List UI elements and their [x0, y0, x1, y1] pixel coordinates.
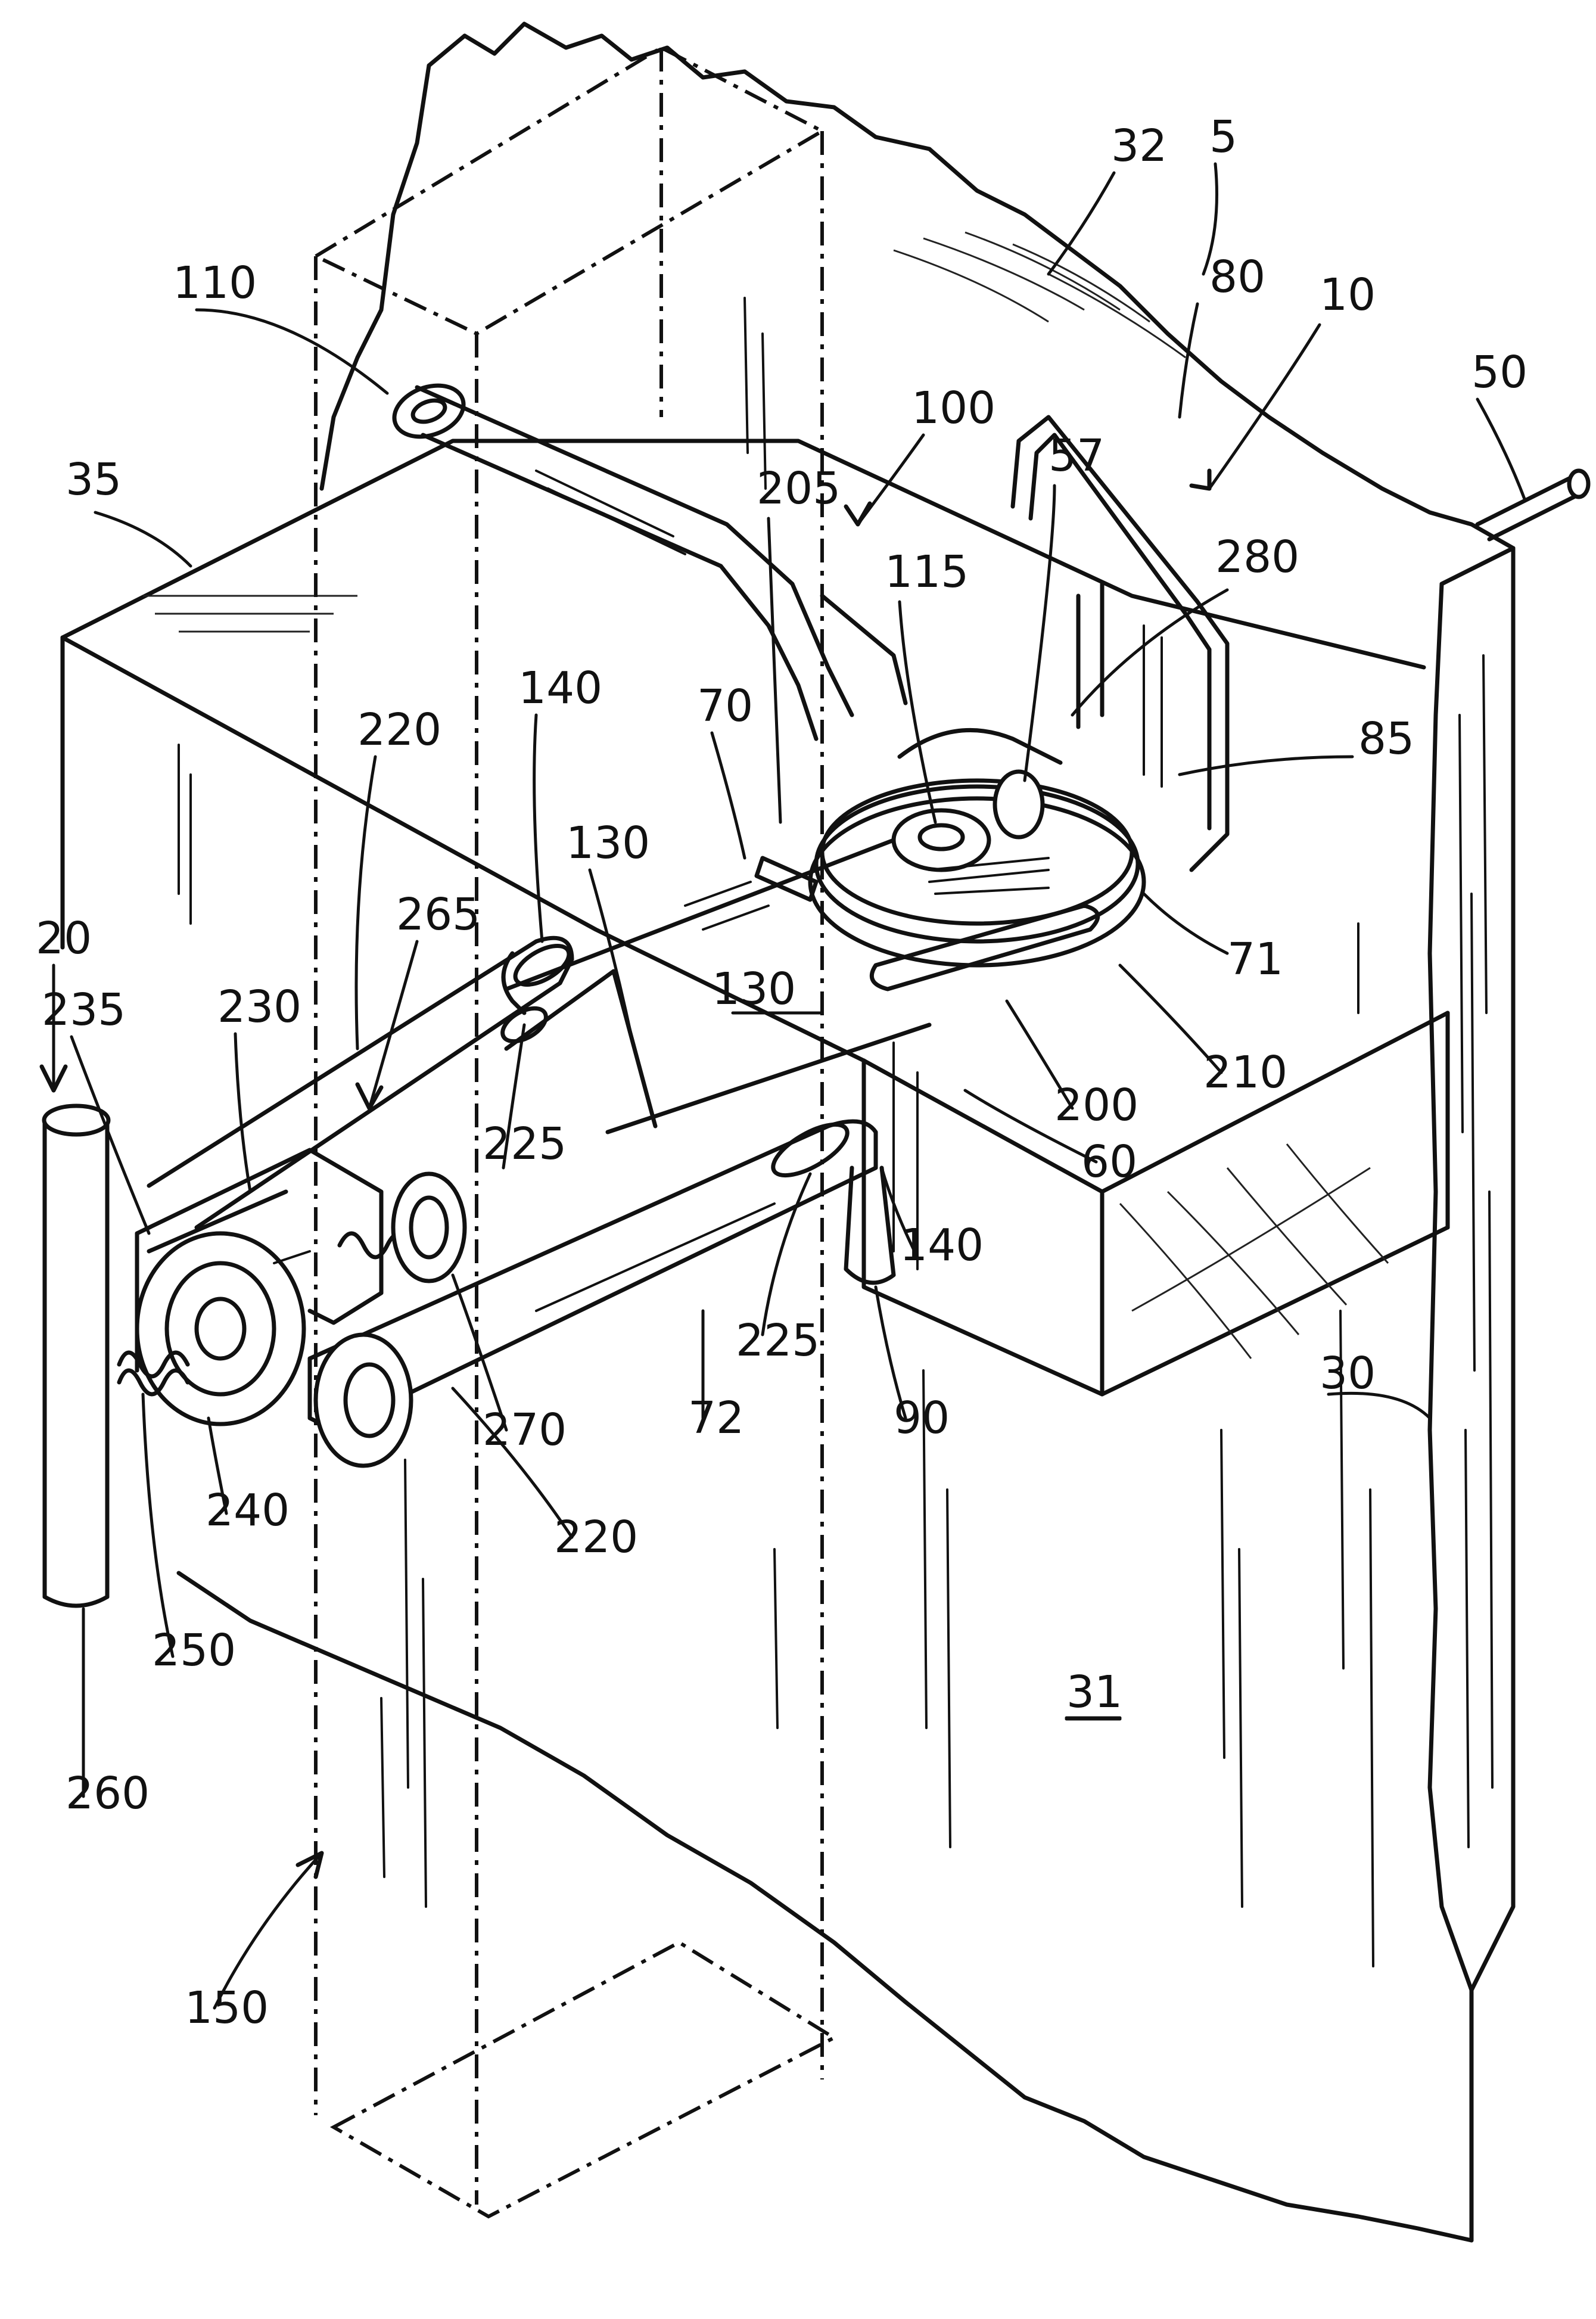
ref-label-150: 150: [185, 1982, 269, 2034]
ref-label-90: 90: [894, 1392, 950, 1444]
ref-label-240: 240: [206, 1485, 290, 1536]
ref-label-10: 10: [1320, 269, 1376, 321]
ref-label-31: 31: [1066, 1667, 1122, 1718]
ref-label-280: 280: [1215, 531, 1299, 583]
ref-label-230: 230: [217, 981, 301, 1033]
ref-label-35: 35: [66, 454, 122, 505]
ref-label-71: 71: [1227, 934, 1283, 985]
ref-label-130: 130: [712, 963, 796, 1015]
ref-label-205: 205: [757, 463, 841, 514]
ref-label-57: 57: [1049, 430, 1105, 481]
ref-label-235: 235: [42, 984, 126, 1036]
ref-label-130: 130: [566, 817, 650, 869]
ref-label-20: 20: [36, 913, 92, 964]
lever-100: [387, 377, 906, 739]
ref-label-200: 200: [1054, 1080, 1138, 1131]
ref-label-265: 265: [396, 889, 480, 940]
ref-label-85: 85: [1358, 713, 1414, 764]
cam-disc-200: [757, 730, 1144, 989]
ref-label-115: 115: [885, 546, 969, 598]
ref-label-70: 70: [697, 680, 753, 732]
post-150: [316, 48, 834, 2217]
ref-label-110: 110: [173, 257, 257, 309]
ref-label-260: 260: [66, 1768, 150, 1819]
ref-label-100: 100: [911, 383, 995, 434]
ref-label-140: 140: [900, 1220, 984, 1271]
ref-label-60: 60: [1081, 1136, 1137, 1188]
rod-50: [1477, 471, 1588, 539]
ref-label-50: 50: [1471, 347, 1527, 398]
ref-label-220: 220: [357, 704, 441, 756]
ref-label-32: 32: [1111, 120, 1167, 172]
ref-label-72: 72: [688, 1392, 744, 1444]
ref-label-140: 140: [518, 663, 602, 714]
ref-label-80: 80: [1209, 251, 1265, 303]
ref-label-220: 220: [554, 1512, 638, 1563]
ref-label-270: 270: [483, 1404, 567, 1456]
ref-label-210: 210: [1203, 1047, 1287, 1098]
ref-label-5: 5: [1209, 111, 1237, 163]
ref-label-225: 225: [483, 1118, 567, 1170]
ref-label-30: 30: [1320, 1348, 1376, 1399]
ref-label-225: 225: [736, 1315, 820, 1366]
ref-label-250: 250: [152, 1625, 236, 1676]
